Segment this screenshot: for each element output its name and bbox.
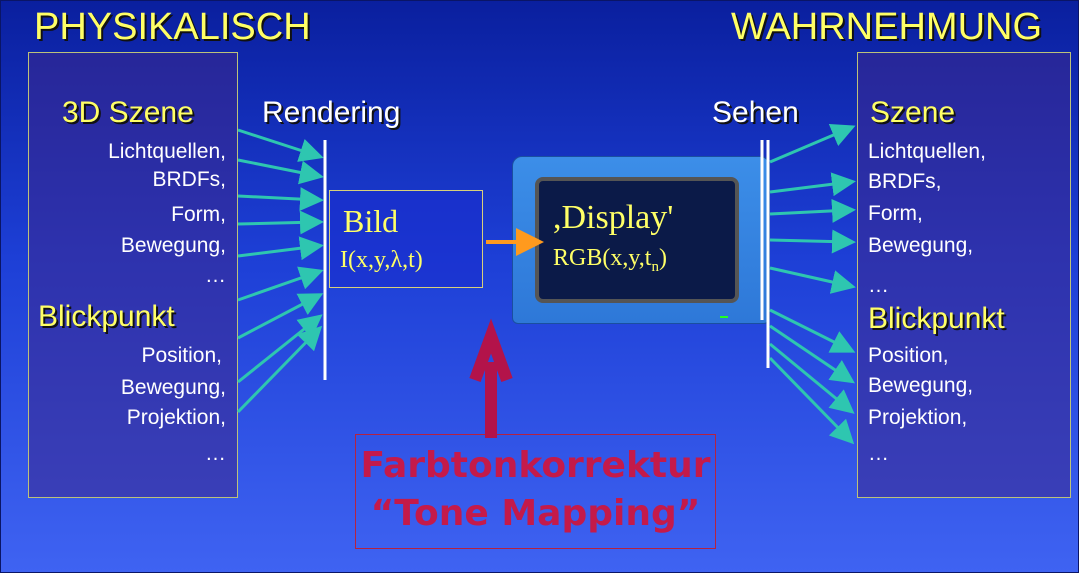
left-view-item: … xyxy=(205,442,226,465)
perception-panel xyxy=(857,52,1071,498)
left-scene-item: Lichtquellen, xyxy=(108,140,226,163)
display-monitor: ,Display' RGB(x,y,tn) xyxy=(512,156,770,324)
left-scene-title: 3D Szene xyxy=(62,96,194,129)
teal-arrow xyxy=(769,198,856,223)
left-view-item: Bewegung, xyxy=(120,376,226,399)
teal-arrow xyxy=(769,229,856,254)
heading-wahrnehmung: WAHRNEHMUNG xyxy=(731,6,1043,48)
teal-arrow xyxy=(769,324,855,384)
display-screen: ,Display' RGB(x,y,tn) xyxy=(535,177,739,303)
left-scene-item: … xyxy=(205,264,226,287)
power-led xyxy=(720,316,728,318)
tone-mapping-box: Farbtonkorrektur “Tone Mapping” xyxy=(355,434,716,549)
heading-physikalisch: PHYSIKALISCH xyxy=(34,6,311,48)
bild-formula: I(x,y,λ,t) xyxy=(340,247,423,273)
right-scene-title: Szene xyxy=(870,96,956,129)
teal-arrow xyxy=(769,266,856,294)
left-scene-item: Bewegung, xyxy=(120,234,226,257)
teal-arrow xyxy=(237,266,324,302)
left-view-item: Projektion, xyxy=(126,406,226,429)
display-title: ,Display' xyxy=(553,199,674,236)
left-view-item: Position, xyxy=(141,344,222,367)
right-scene-item: … xyxy=(868,274,889,297)
teal-arrow xyxy=(768,356,855,445)
tone-line-2: “Tone Mapping” xyxy=(370,493,701,534)
teal-arrow xyxy=(236,325,323,414)
right-scene-item: Bewegung, xyxy=(868,234,974,257)
right-scene-item: Form, xyxy=(868,202,923,225)
rendering-label: Rendering xyxy=(262,96,401,129)
left-scene-item: BRDFs, xyxy=(152,168,227,191)
right-view-title: Blickpunkt xyxy=(868,302,1005,335)
right-scene-item: Lichtquellen, xyxy=(868,140,986,163)
teal-arrow xyxy=(237,128,324,162)
teal-arrow xyxy=(237,210,324,235)
right-view-item: Position, xyxy=(868,344,949,367)
teal-arrow xyxy=(237,187,324,212)
red-up-arrow xyxy=(469,318,513,438)
teal-arrow xyxy=(237,158,324,185)
teal-arrow xyxy=(769,308,856,353)
right-view-item: Bewegung, xyxy=(868,374,974,397)
left-view-title: Blickpunkt xyxy=(38,300,175,333)
tone-line-1: Farbtonkorrektur xyxy=(360,445,711,486)
right-view-item: Projektion, xyxy=(868,406,968,429)
teal-arrow xyxy=(769,342,855,414)
teal-arrow xyxy=(237,236,324,261)
right-view-item: … xyxy=(868,442,889,465)
teal-arrow xyxy=(769,172,856,197)
physical-panel xyxy=(28,52,238,498)
right-scene-item: BRDFs, xyxy=(868,170,942,193)
teal-arrow xyxy=(769,123,856,164)
display-formula: RGB(x,y,tn) xyxy=(553,245,667,275)
bild-box: Bild I(x,y,λ,t) xyxy=(329,190,483,288)
bild-title: Bild xyxy=(343,203,399,239)
teal-arrow xyxy=(237,293,324,340)
left-scene-item: Form, xyxy=(171,203,226,226)
sehen-label: Sehen xyxy=(712,96,799,129)
